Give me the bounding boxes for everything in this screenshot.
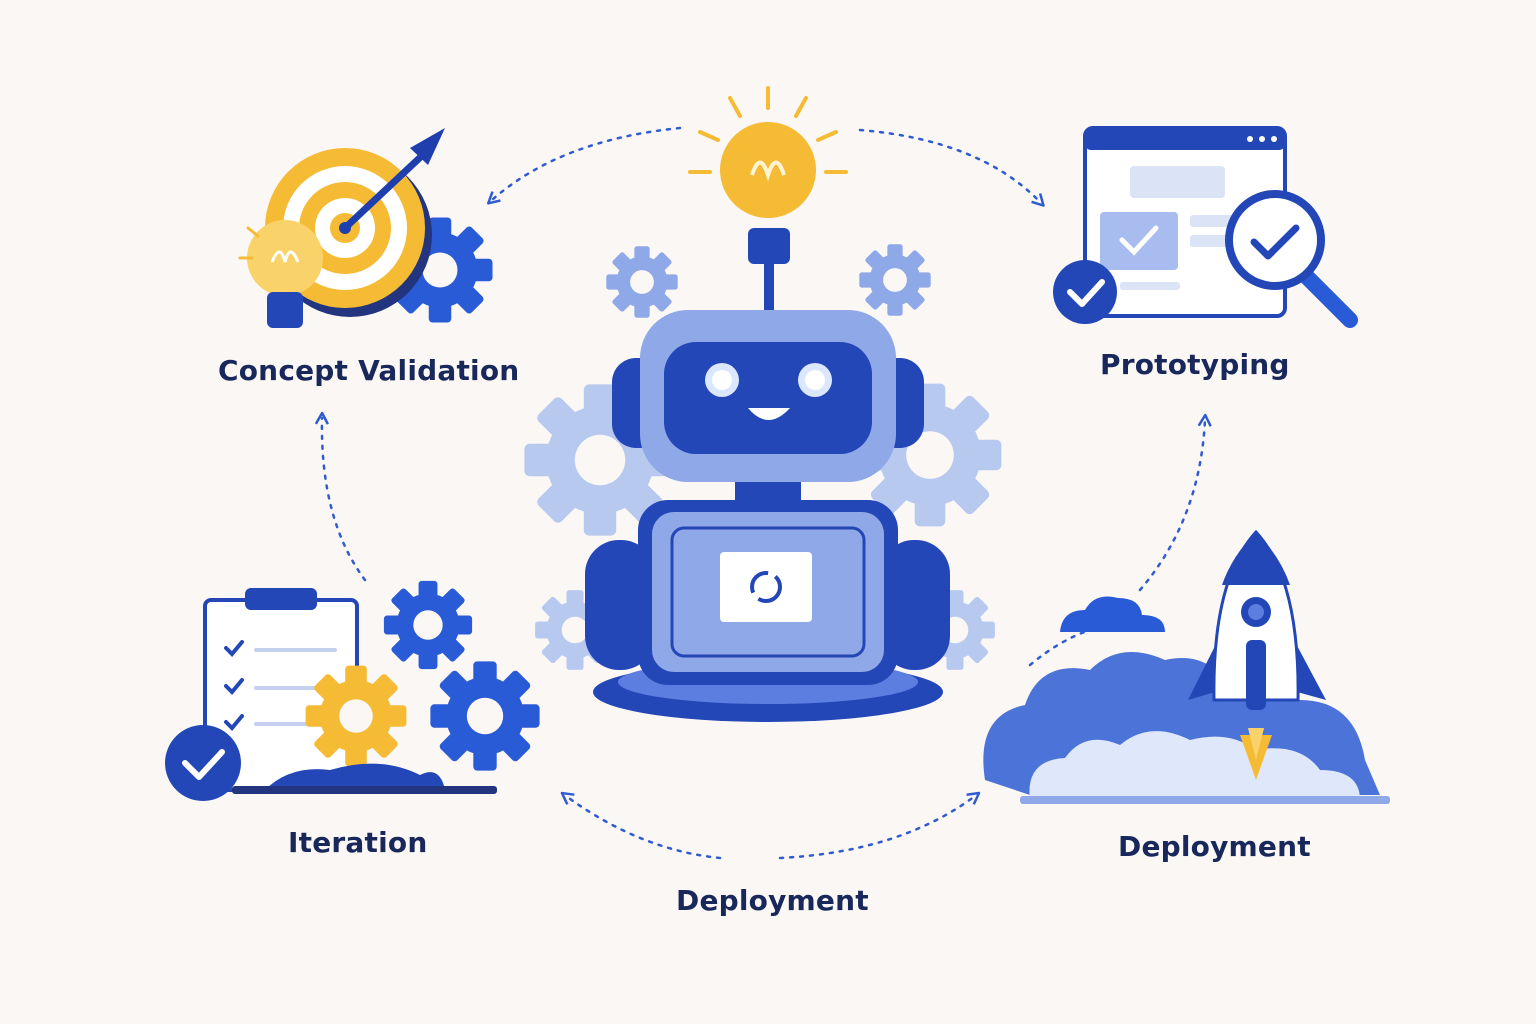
arrow-to-concept-top (492, 128, 680, 200)
check-badge-icon (1053, 260, 1117, 324)
arrow-to-deployment (780, 796, 975, 858)
prototyping-icon-group (1053, 128, 1350, 324)
arrow-to-prototyping (860, 130, 1040, 202)
iteration-icon-group (165, 581, 540, 801)
stage-label-prototyping: Prototyping (1100, 348, 1290, 381)
stage-label-deployment-bottom: Deployment (676, 884, 869, 917)
arrow-cloud-link (1030, 630, 1090, 665)
gear-icon (384, 581, 540, 771)
lightbulb-icon (240, 220, 323, 328)
arrow-to-prototyping-up (1140, 420, 1205, 590)
arrow-to-iteration (566, 796, 720, 858)
deployment-icon-group (983, 532, 1390, 804)
concept-icon-group (240, 128, 493, 328)
stage-label-deployment: Deployment (1118, 830, 1311, 863)
check-badge-icon (165, 725, 241, 801)
robot-icon (524, 88, 1001, 722)
arrow-to-concept-up (322, 418, 365, 580)
gear-icon (306, 666, 407, 767)
cloud-icon (983, 597, 1390, 805)
stage-label-iteration: Iteration (288, 826, 427, 859)
stage-label-concept-validation: Concept Validation (218, 354, 519, 387)
